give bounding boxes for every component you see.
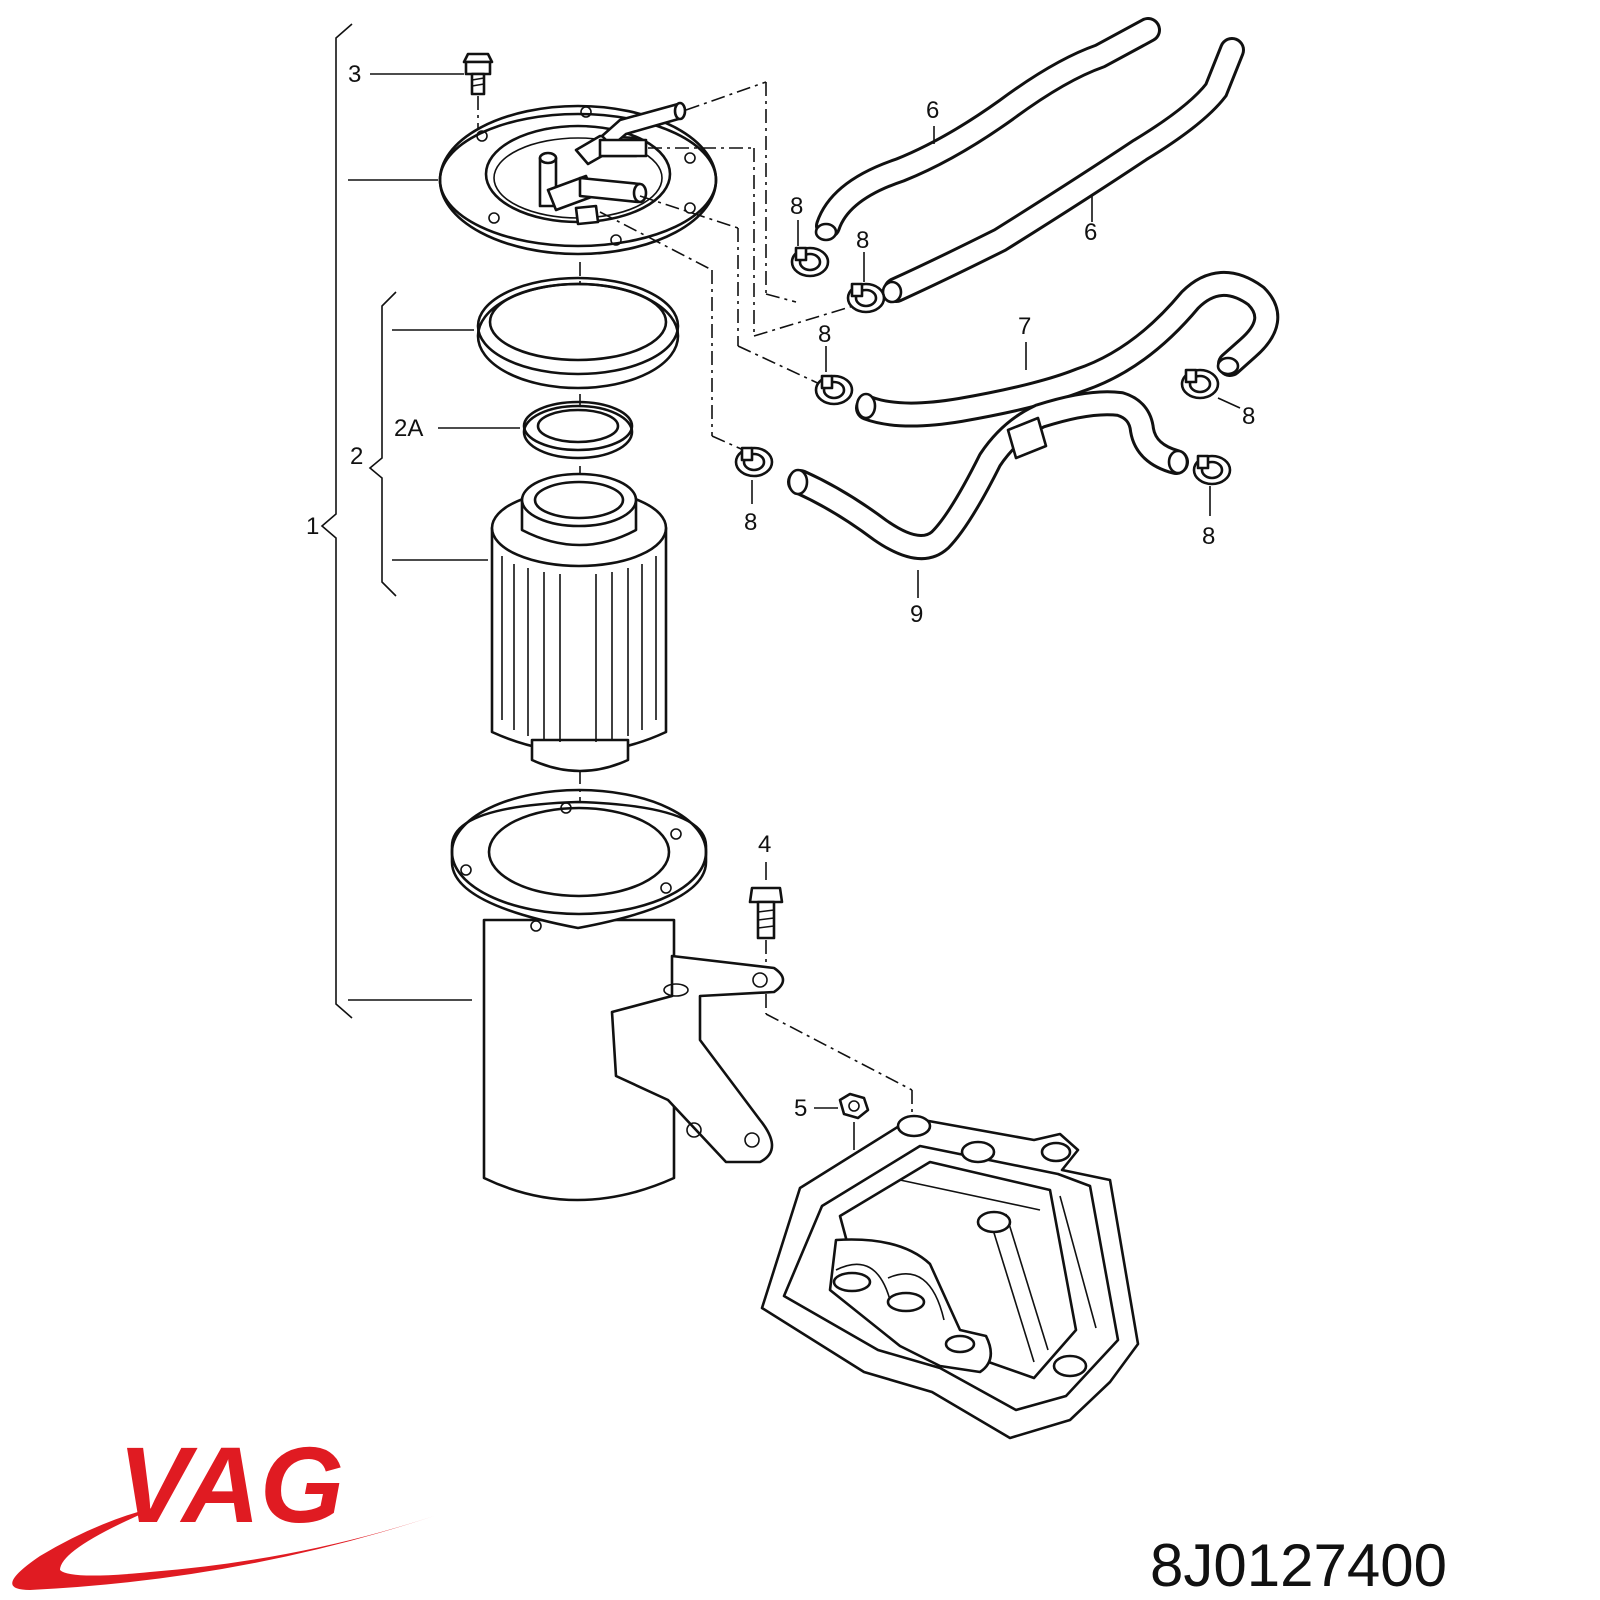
logo-swoosh: [12, 1506, 434, 1590]
callout-8e: 8: [1242, 403, 1255, 430]
hose-clamp-8c: [814, 374, 854, 406]
callout-2: 2: [350, 443, 363, 470]
mounting-plate: [760, 1114, 1140, 1440]
hose-clamp-8b: [846, 282, 886, 314]
callout-4: 4: [758, 831, 771, 858]
screw-3: [370, 52, 494, 128]
callout-7: 7: [1018, 313, 1031, 340]
filter-housing: [450, 788, 785, 1202]
callout-5: 5: [794, 1095, 807, 1122]
o-ring-2a: [522, 400, 634, 460]
bracket-assembly-1: [320, 23, 472, 1019]
vag-logo: VAG: [12, 1424, 434, 1590]
callout-6b: 6: [1084, 219, 1097, 246]
callout-3: 3: [348, 61, 361, 88]
leader-lines: [751, 126, 1241, 598]
logo-text: VAG: [118, 1424, 344, 1545]
callout-9: 9: [910, 601, 923, 628]
hose-6b: [881, 37, 1245, 304]
hose-7: [855, 270, 1280, 428]
callout-8d: 8: [744, 509, 757, 536]
hose-9: [787, 390, 1189, 560]
seal-ring-large: [476, 276, 680, 390]
callout-8f: 8: [1202, 523, 1215, 550]
callout-8b: 8: [856, 227, 869, 254]
callout-8a: 8: [790, 193, 803, 220]
fuel-filter-element: [490, 472, 668, 773]
hose-clamp-8a: [790, 246, 830, 278]
hose-6a: [814, 17, 1161, 242]
callout-6a: 6: [926, 97, 939, 124]
nut-5: [814, 1092, 870, 1150]
callout-2a: 2A: [394, 415, 423, 442]
hose-clamp-8d: [734, 446, 774, 478]
bolt-4: [748, 862, 784, 940]
hose-clamp-8e: [1180, 368, 1220, 400]
callout-labels: 1 2 2A 3 4 5 6 6 7 8 8 8 8 8 8 9: [306, 61, 1255, 1122]
filter-cover-flange: [438, 101, 718, 256]
hose-clamp-8f: [1192, 454, 1232, 486]
part-number: 8J0127400: [1150, 1532, 1447, 1599]
callout-8c: 8: [818, 321, 831, 348]
callout-1: 1: [306, 513, 319, 540]
bracket-assembly-2: [368, 291, 520, 597]
